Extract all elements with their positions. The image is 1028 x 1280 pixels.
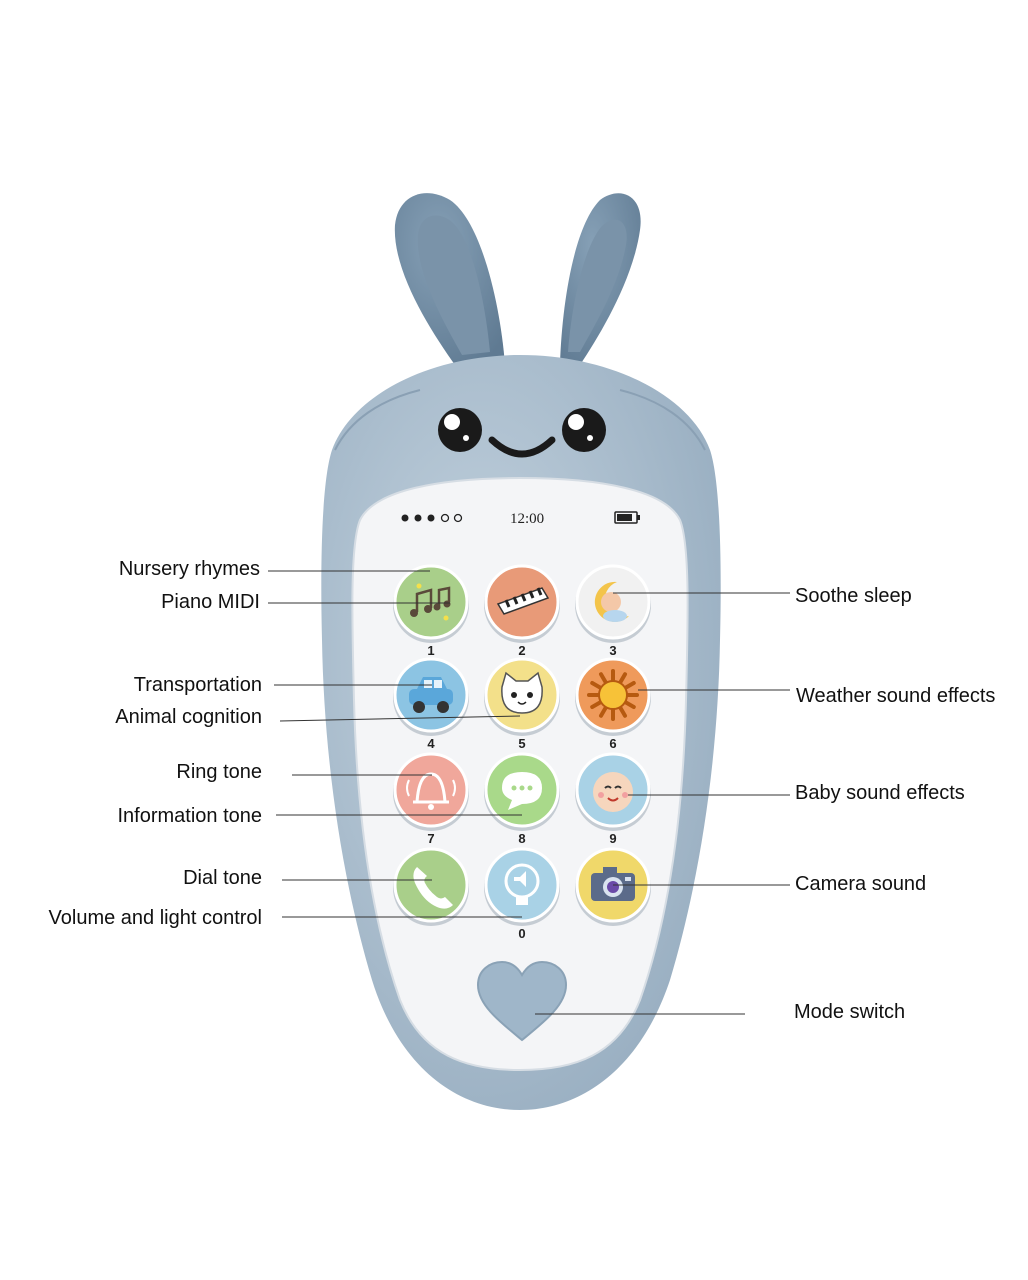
key-button-11[interactable]: 0 bbox=[484, 847, 560, 941]
label-dial-tone: Dial tone bbox=[183, 867, 262, 889]
bell-icon bbox=[406, 772, 456, 810]
key-number: 8 bbox=[518, 831, 525, 846]
key-button-12[interactable] bbox=[575, 847, 651, 926]
key-number: 3 bbox=[609, 643, 616, 658]
label-transportation: Transportation bbox=[133, 674, 262, 696]
label-nursery-rhymes: Nursery rhymes bbox=[118, 558, 260, 580]
key-number: 2 bbox=[518, 643, 525, 658]
sleeping-baby-moon-icon bbox=[594, 581, 629, 622]
status-time: 12:00 bbox=[510, 511, 544, 527]
key-number: 5 bbox=[518, 736, 525, 751]
piano-keys-icon bbox=[496, 587, 550, 615]
key-face bbox=[484, 847, 560, 923]
body-ridge-right bbox=[619, 389, 706, 451]
label-weather-sound-effects: Weather sound effects bbox=[796, 685, 996, 707]
left-ear bbox=[394, 193, 505, 365]
sun-icon bbox=[587, 669, 639, 721]
right-ear bbox=[560, 193, 641, 365]
key-number: 4 bbox=[427, 736, 435, 751]
key-button-10[interactable] bbox=[393, 847, 469, 926]
label-volume-light-control: Volume and light control bbox=[48, 907, 262, 929]
camera-icon bbox=[591, 867, 635, 901]
chat-bubble-icon bbox=[502, 772, 542, 810]
key-button-5[interactable]: 5 bbox=[484, 657, 560, 751]
label-information-tone: Information tone bbox=[117, 805, 262, 827]
key-button-8[interactable]: 8 bbox=[484, 752, 560, 846]
key-face bbox=[393, 752, 469, 828]
key-button-2[interactable]: 2 bbox=[484, 564, 560, 658]
status-bar: 12:00 bbox=[401, 511, 640, 527]
key-button-7[interactable]: 7 bbox=[393, 752, 469, 846]
lightbulb-speaker-icon bbox=[504, 863, 540, 905]
key-number: 7 bbox=[427, 831, 434, 846]
key-button-3[interactable]: 3 bbox=[575, 564, 651, 658]
baby-face-icon bbox=[593, 772, 633, 812]
leader-lines bbox=[268, 570, 790, 1015]
body-ridge-left bbox=[334, 389, 421, 451]
key-number: 9 bbox=[609, 831, 616, 846]
keypad: 1 2 3 4 5 6 7 8 9 0 bbox=[393, 564, 651, 941]
bunny-face bbox=[438, 408, 606, 458]
key-number: 1 bbox=[427, 643, 434, 658]
heart-mode-button[interactable] bbox=[476, 960, 568, 1042]
label-ring-tone: Ring tone bbox=[176, 761, 262, 783]
key-number: 6 bbox=[609, 736, 616, 751]
label-mode-switch: Mode switch bbox=[794, 1001, 906, 1023]
label-soothe-sleep: Soothe sleep bbox=[795, 585, 912, 607]
phone-handset-icon bbox=[413, 867, 453, 909]
right-eye bbox=[562, 408, 606, 452]
cat-face-icon bbox=[501, 671, 543, 714]
key-button-1[interactable]: 1 bbox=[393, 564, 469, 658]
key-number: 0 bbox=[518, 926, 525, 941]
battery-icon bbox=[614, 511, 640, 524]
key-face bbox=[393, 847, 469, 923]
leader-animal-cognition bbox=[279, 715, 521, 722]
car-icon bbox=[409, 677, 453, 713]
signal-dots-icon bbox=[401, 513, 463, 523]
label-animal-cognition: Animal cognition bbox=[115, 706, 262, 728]
smile bbox=[488, 436, 556, 458]
key-button-6[interactable]: 6 bbox=[575, 657, 651, 751]
key-button-9[interactable]: 9 bbox=[575, 752, 651, 846]
left-eye bbox=[438, 408, 482, 452]
label-piano-midi: Piano MIDI bbox=[161, 591, 260, 613]
label-camera-sound: Camera sound bbox=[795, 873, 927, 895]
label-baby-sound-effects: Baby sound effects bbox=[795, 782, 965, 804]
